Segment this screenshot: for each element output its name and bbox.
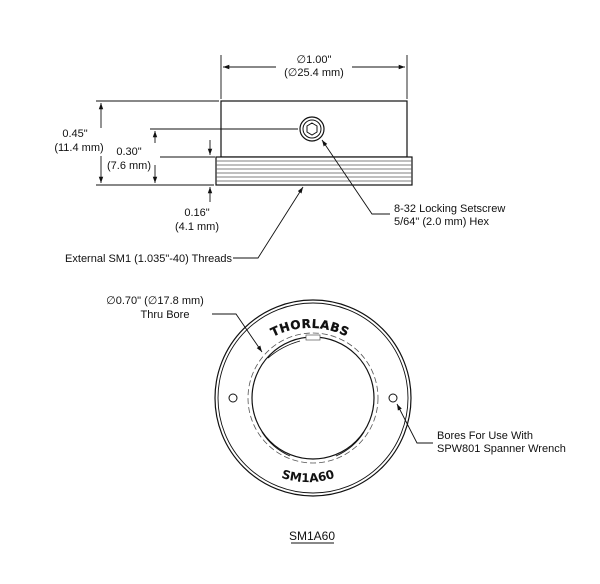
threads-leader — [233, 186, 304, 259]
thread-lines — [216, 160, 412, 182]
thread-length-label: 0.16" — [184, 207, 209, 219]
front-view: THORLABS SM1A60 ∅0.70" (∅17.8 mm) Thru B… — [106, 295, 566, 497]
spanner-callout-line1: Bores For Use With — [437, 430, 533, 442]
setscrew-icon — [299, 116, 325, 142]
spanner-bore-icon — [228, 393, 238, 403]
thread-length-mm-label: (4.1 mm) — [175, 221, 219, 233]
thread-relief — [247, 332, 379, 464]
thread-length-dimension — [160, 140, 215, 202]
setscrew-height-label: 0.30" — [116, 146, 141, 158]
part-engraving: SM1A60 — [280, 467, 336, 485]
diameter-dimension — [220, 55, 408, 99]
setscrew-height-mm-label: (7.6 mm) — [107, 160, 151, 172]
setscrew-callout-line1: 8-32 Locking Setscrew — [394, 203, 505, 215]
setscrew-callout-line2: 5/64" (2.0 mm) Hex — [394, 216, 489, 228]
diameter-label: ∅1.00" — [297, 54, 332, 66]
height-mm-label: (11.4 mm) — [54, 142, 103, 154]
bore-label-line2: Thru Bore — [141, 309, 190, 321]
height-dimension — [96, 100, 219, 186]
drawing-caption: SM1A60 — [289, 529, 335, 543]
bore-notch — [305, 334, 321, 341]
spanner-bore-icon — [388, 393, 398, 403]
diameter-mm-label: (∅25.4 mm) — [284, 67, 344, 79]
spanner-callout-line2: SPW801 Spanner Wrench — [437, 443, 566, 455]
spanner-leader — [396, 403, 433, 444]
outer-edge-inner — [217, 302, 409, 494]
bore-leader — [212, 313, 263, 353]
height-label: 0.45" — [62, 128, 87, 140]
thru-bore — [251, 336, 375, 460]
bore-profile — [261, 340, 365, 457]
setscrew-leader — [321, 139, 390, 215]
side-view: ∅1.00" (∅25.4 mm) 0.45" (11.4 mm) 0.30" … — [54, 54, 505, 265]
threads-callout: External SM1 (1.035"-40) Threads — [65, 253, 232, 265]
thread-section — [215, 156, 413, 186]
bore-label-line1: ∅0.70" (∅17.8 mm) — [106, 295, 204, 307]
setscrew-height-dimension — [150, 128, 298, 183]
